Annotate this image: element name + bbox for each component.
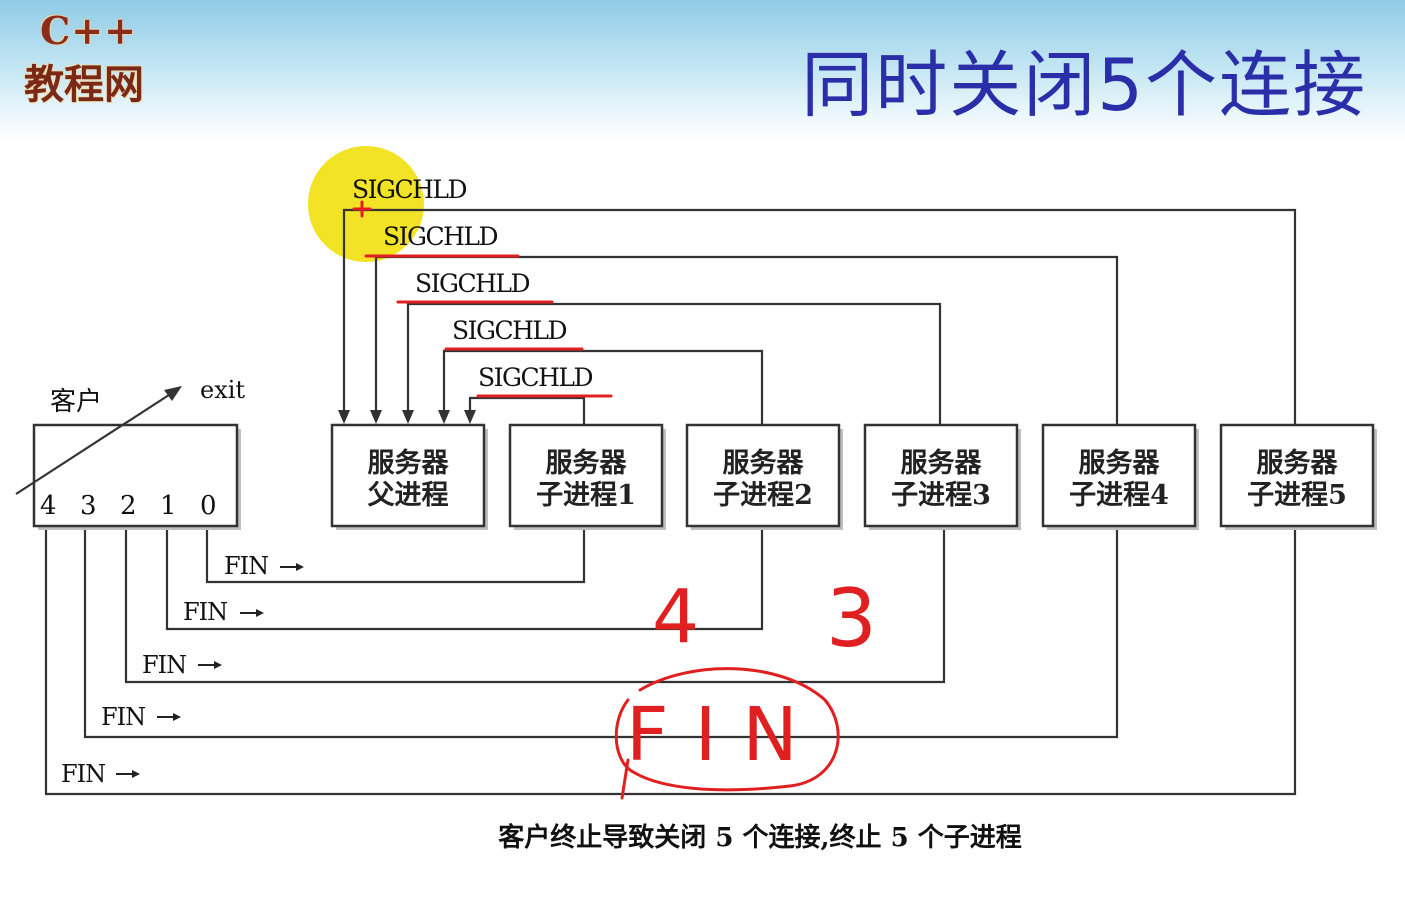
- exit-label: exit: [200, 376, 245, 404]
- diagram-caption: 客户终止导致关闭 5 个连接,终止 5 个子进程: [498, 822, 1021, 853]
- server-child-line2: 子进程1: [536, 480, 636, 511]
- handwritten-4: 4: [652, 574, 699, 660]
- server-child-line1: 服务器: [1079, 448, 1161, 479]
- sigchld-label: SIGCHLD: [478, 363, 593, 392]
- fin-label: FIN: [101, 703, 145, 731]
- arrowhead: [402, 410, 414, 424]
- exit-arrowhead: [164, 386, 182, 401]
- client-port: 3: [80, 491, 97, 521]
- server-child-3-box: [863, 423, 1019, 528]
- arrowhead: [464, 410, 476, 424]
- server-parent-line1: 服务器: [368, 448, 450, 479]
- client-port: 1: [160, 491, 177, 521]
- server-child-line1: 服务器: [1257, 448, 1339, 479]
- server-parent-box: [330, 423, 486, 528]
- fin-label: FIN: [142, 651, 186, 679]
- sigchld-wire-1: [468, 396, 586, 425]
- sigchld-wire-3: [406, 302, 942, 425]
- fin-label: FIN: [183, 598, 227, 626]
- fin-wire-3: [83, 526, 1119, 739]
- sigchld-underlines: [352, 200, 613, 398]
- fin-label: FIN: [61, 760, 105, 788]
- client-port: 2: [120, 491, 137, 521]
- client-box: [32, 423, 239, 528]
- fin-wire-1: [165, 526, 764, 631]
- fin-wires: [44, 526, 1297, 796]
- handwritten-tail: [620, 758, 630, 800]
- handwritten-circle: [614, 667, 840, 792]
- server-child-line2: 子进程4: [1069, 480, 1169, 511]
- client-port: 0: [200, 491, 217, 521]
- server-child-line2: 子进程2: [713, 480, 813, 511]
- arrowhead: [438, 410, 450, 424]
- handwritten-3: 3: [826, 572, 877, 665]
- server-child-4-box: [1041, 423, 1197, 528]
- arrowhead: [338, 410, 350, 424]
- server-child-line1: 服务器: [901, 448, 983, 479]
- sigchld-label: SIGCHLD: [415, 269, 530, 298]
- sigchld-label: SIGCHLD: [352, 175, 467, 204]
- exit-arrow-line: [15, 392, 173, 495]
- fin-wire-2: [124, 526, 946, 684]
- sigchld-wire-5: [342, 208, 1297, 425]
- logo-cpp: C++: [40, 8, 137, 53]
- server-child-line2: 子进程5: [1247, 480, 1347, 511]
- sigchld-wire-2: [442, 349, 764, 425]
- sigchld-wires: [338, 208, 1297, 425]
- server-parent-line2: 父进程: [368, 480, 449, 511]
- sigchld-wire-4: [374, 255, 1119, 425]
- slide-header: C++ 教程网 同时关闭5个连接: [0, 0, 1405, 140]
- server-child-line1: 服务器: [546, 448, 628, 479]
- server-child-1-box: [508, 423, 664, 528]
- arrowhead: [370, 410, 382, 424]
- sigchld-label: SIGCHLD: [383, 222, 498, 251]
- fin-wire-0: [205, 526, 586, 584]
- server-child-2-box: [685, 423, 841, 528]
- server-child-line1: 服务器: [723, 448, 805, 479]
- client-label: 客户: [50, 387, 102, 417]
- fin-wire-4: [44, 526, 1297, 796]
- pointer-highlight: [308, 146, 424, 262]
- fin-label: FIN: [224, 552, 268, 580]
- fin-arrows: [116, 563, 304, 778]
- slide-title: 同时关闭5个连接: [801, 43, 1367, 127]
- sigchld-label: SIGCHLD: [452, 316, 567, 345]
- logo-site-name: 教程网: [24, 61, 144, 108]
- handwritten-fin: FIN: [626, 692, 824, 778]
- server-child-line2: 子进程3: [891, 480, 991, 511]
- client-port: 4: [40, 491, 57, 521]
- server-child-5-box: [1219, 423, 1375, 528]
